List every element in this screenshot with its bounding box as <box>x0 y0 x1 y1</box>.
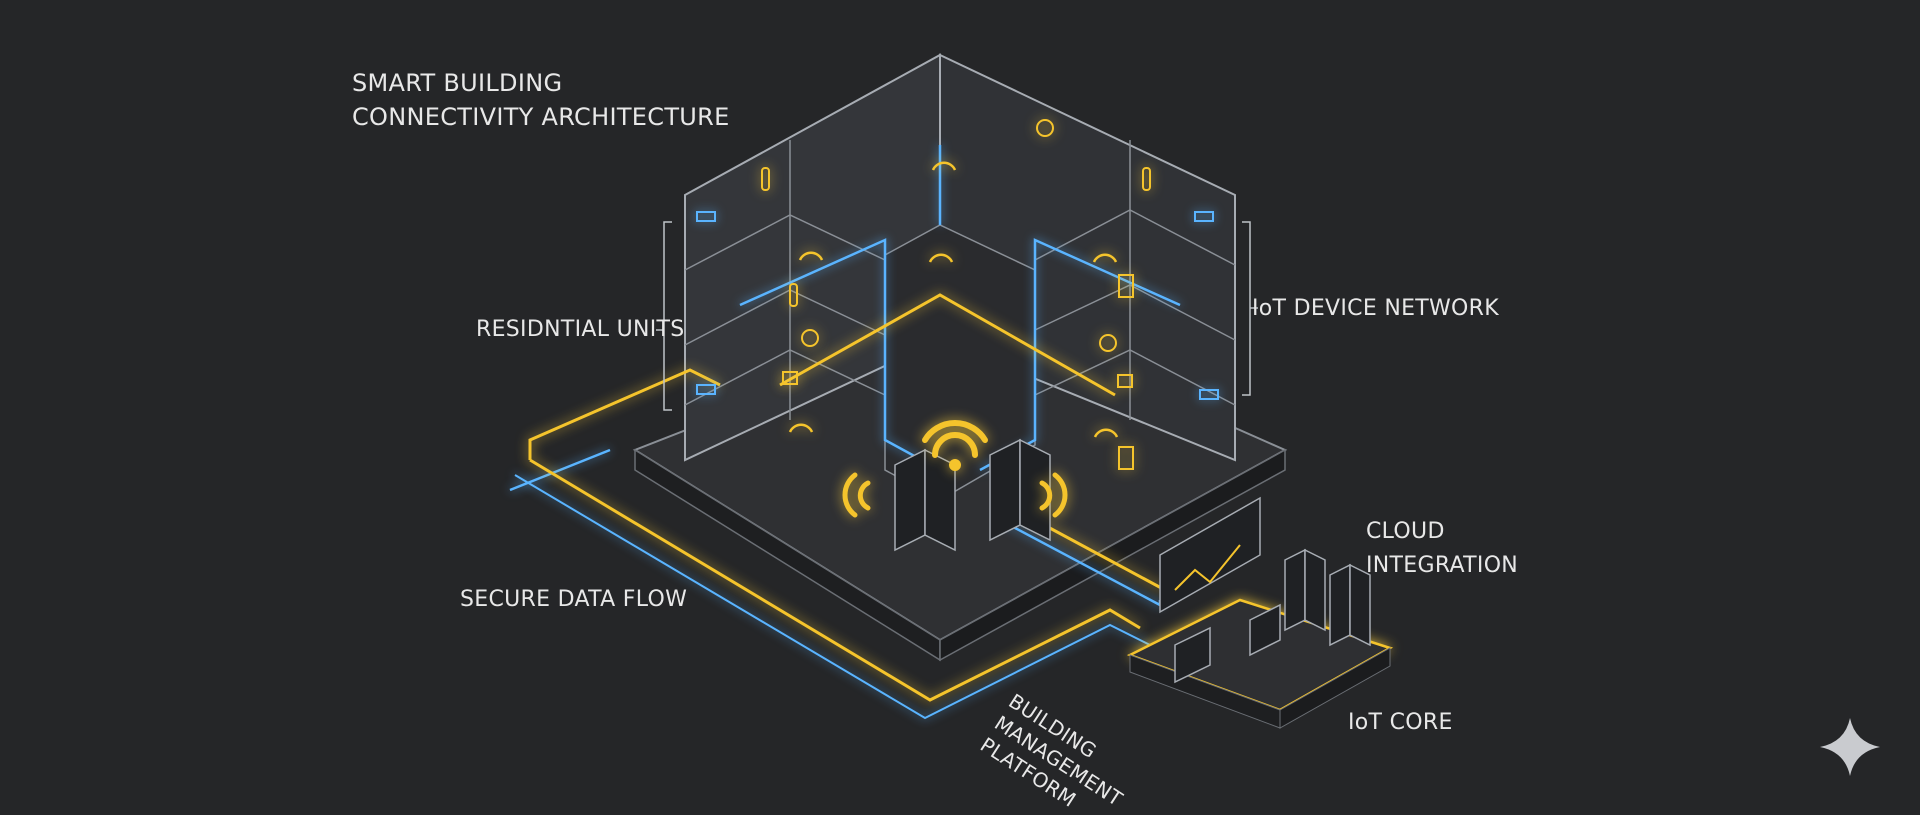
title-line-2: CONNECTIVITY ARCHITECTURE <box>352 103 730 131</box>
core-servers <box>894 438 1051 552</box>
speaker-icon <box>1118 274 1134 470</box>
label-residential-units: RESIDNTIAL UNITS <box>476 317 685 342</box>
diagram-title: SMART BUILDING CONNECTIVITY ARCHITECTURE <box>352 66 730 134</box>
cloud-platform-side-right <box>1279 647 1391 729</box>
label-iot-device-network: IoT DEVICE NETWORK <box>1252 296 1499 321</box>
cloud-label-line-2: INTEGRATION <box>1366 553 1519 578</box>
workstation-icon <box>1174 603 1281 684</box>
label-secure-data-flow: SECURE DATA FLOW <box>460 587 688 612</box>
blue-data-flow <box>514 474 1151 720</box>
bracket-right <box>1242 221 1258 396</box>
wifi-icon <box>922 420 988 471</box>
cloud-label-line-1: CLOUD <box>1366 519 1445 544</box>
wifi-small-icon <box>788 161 1119 438</box>
monitor-icon <box>1159 496 1261 614</box>
title-line-1: SMART BUILDING <box>352 69 563 97</box>
sparkle-icon <box>1820 718 1880 776</box>
wifi-icon-right <box>1039 472 1068 518</box>
wifi-icon-left <box>842 472 871 518</box>
thermostat-icon <box>761 167 1151 307</box>
lock-icon <box>782 371 1133 388</box>
lightbulb-icon <box>801 119 1117 352</box>
label-iot-core: IoT CORE <box>1348 710 1453 735</box>
bracket-left <box>656 221 672 411</box>
cloud-servers <box>1284 548 1371 647</box>
camera-icon <box>696 211 1219 400</box>
label-cloud-integration: CLOUD INTEGRATION <box>1366 515 1518 583</box>
building-platform-side-right <box>939 448 1286 662</box>
